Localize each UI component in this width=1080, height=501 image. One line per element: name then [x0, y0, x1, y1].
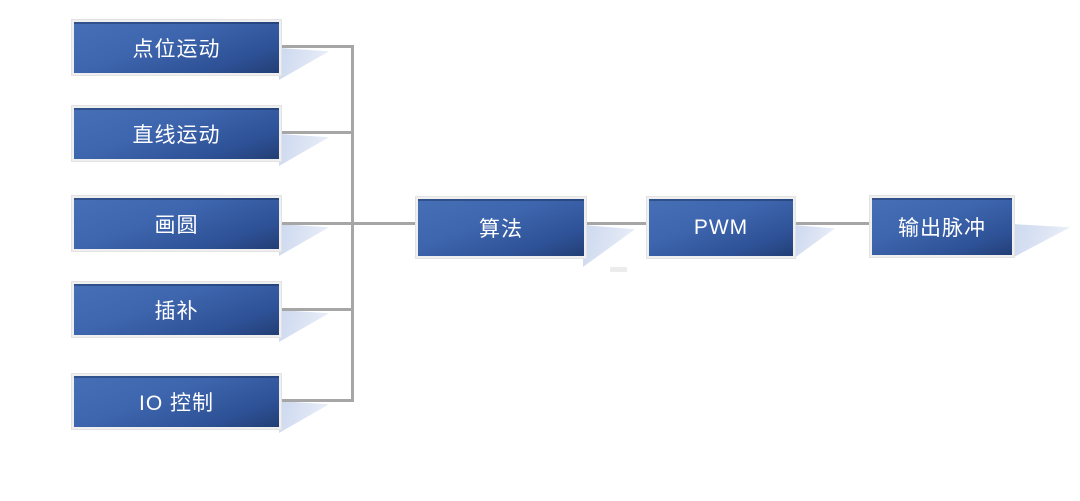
node-output-pulse: 输出脉冲	[870, 196, 1014, 257]
node-label: 算法	[479, 217, 523, 241]
node-label: 点位运动	[132, 37, 221, 61]
node-point-motion: 点位运动	[72, 20, 281, 75]
node-algorithm: 算法	[416, 197, 586, 258]
connector-source-1	[280, 45, 354, 48]
node-label: 输出脉冲	[898, 216, 986, 240]
shadow-wedge	[279, 224, 329, 256]
shadow-wedge	[279, 401, 329, 433]
shadow-wedge	[279, 134, 329, 166]
shadow-wedge	[279, 48, 329, 80]
node-label: PWM	[693, 215, 749, 239]
connector-source-2	[280, 131, 354, 134]
connector-source-5	[280, 399, 354, 402]
connector-algorithm-to-pwm	[585, 222, 648, 225]
node-draw-circle: 画圆	[72, 196, 281, 251]
small-dash-mark	[610, 267, 627, 272]
node-pwm: PWM	[647, 197, 795, 258]
shadow-wedge	[1012, 224, 1070, 258]
shadow-wedge	[279, 310, 329, 342]
shadow-wedge	[583, 225, 635, 267]
node-interpolation: 插补	[72, 282, 281, 337]
connector-source-4	[280, 308, 354, 311]
node-linear-motion: 直线运动	[72, 106, 281, 161]
connector-source-3-to-algorithm	[280, 222, 417, 225]
connector-pwm-to-output	[795, 222, 871, 225]
node-label: IO 控制	[138, 391, 214, 415]
node-label: 直线运动	[132, 123, 221, 147]
node-label: 插补	[154, 299, 199, 323]
connector-spine	[351, 45, 354, 402]
node-label: 画圆	[154, 213, 199, 237]
node-io-control: IO 控制	[72, 374, 281, 429]
shadow-wedge	[793, 225, 835, 259]
